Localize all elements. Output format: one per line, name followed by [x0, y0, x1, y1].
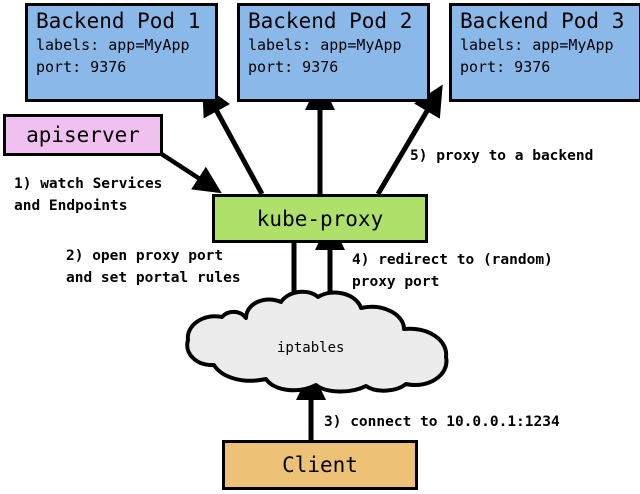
backend-pod-2-title: Backend Pod 2 [248, 9, 413, 33]
apiserver-box[interactable]: apiserver [3, 114, 163, 156]
backend-pod-3-title: Backend Pod 3 [460, 9, 625, 33]
apiserver-label: apiserver [26, 123, 140, 147]
backend-pod-2-labels: labels: app=MyApp [248, 36, 402, 54]
step-2-line-1: 2) open proxy port [66, 248, 224, 264]
backend-pod-3-labels: labels: app=MyApp [460, 36, 614, 54]
step-1-line-2: and Endpoints [14, 198, 128, 214]
backend-pod-3-port: port: 9376 [460, 58, 551, 76]
backend-pod-1-port: port: 9376 [36, 58, 127, 76]
step-1-line-1: 1) watch Services [14, 176, 163, 192]
client-box[interactable]: Client [222, 440, 418, 490]
step-2-line-2: and set portal rules [66, 270, 241, 286]
backend-pod-1-box[interactable]: Backend Pod 1 labels: app=MyApp port: 93… [25, 3, 218, 102]
iptables-label: iptables [277, 340, 345, 356]
kube-proxy-label: kube-proxy [256, 206, 384, 231]
client-label: Client [282, 453, 358, 477]
step-3-label: 3) connect to 10.0.0.1:1234 [324, 414, 560, 430]
backend-pod-1-labels: labels: app=MyApp [36, 36, 190, 54]
step-5-label: 5) proxy to a backend [410, 148, 594, 164]
arrow-apiserver-to-kubeproxy [158, 151, 222, 194]
backend-pod-2-box[interactable]: Backend Pod 2 labels: app=MyApp port: 93… [237, 3, 430, 102]
backend-pod-1-title: Backend Pod 1 [36, 9, 201, 33]
step-4-line-2: proxy port [352, 274, 440, 290]
arrow-kubeproxy-to-pod1 [202, 84, 265, 196]
backend-pod-3-box[interactable]: Backend Pod 3 labels: app=MyApp port: 93… [449, 3, 640, 102]
kube-proxy-box[interactable]: kube-proxy [212, 194, 428, 243]
step-4-line-1: 4) redirect to (random) [352, 252, 553, 268]
backend-pod-2-port: port: 9376 [248, 58, 339, 76]
